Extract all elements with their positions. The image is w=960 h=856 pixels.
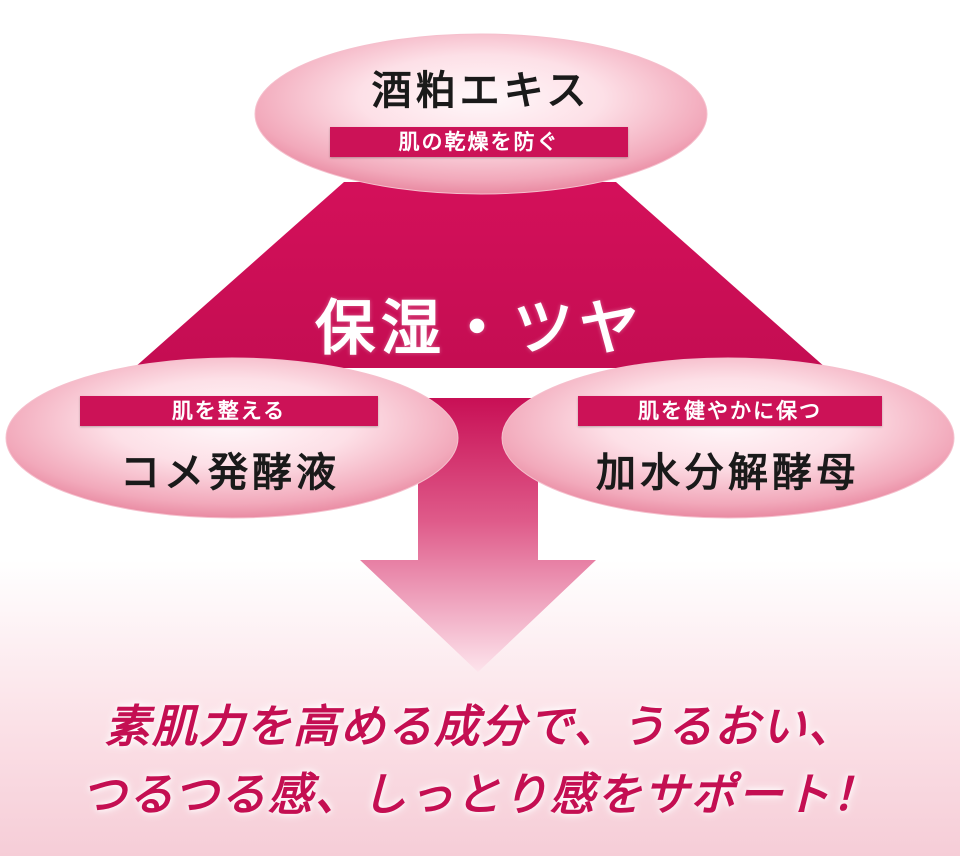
claim-line-2: つるつる感、しっとり感をサポート！ xyxy=(81,768,879,821)
top-benefit-banner: 肌の乾燥を防ぐ xyxy=(330,127,628,157)
right-benefit-banner: 肌を健やかに保つ xyxy=(578,396,882,426)
center-label: 保湿・ツヤ xyxy=(315,294,645,364)
top-benefit-label: 肌の乾燥を防ぐ xyxy=(398,129,560,154)
right-benefit-label: 肌を健やかに保つ xyxy=(638,398,822,423)
center-triangle xyxy=(134,182,826,368)
left-benefit-label: 肌を整える xyxy=(171,398,287,423)
top-ingredient-name: 酒粕エキス xyxy=(371,67,591,114)
left-benefit-banner: 肌を整える xyxy=(80,396,378,426)
right-ingredient-name: 加水分解酵母 xyxy=(596,449,860,496)
left-ingredient-name: コメ発酵液 xyxy=(120,449,340,496)
claim-line-1: 素肌力を高める成分で、うるおい、 xyxy=(104,700,856,753)
